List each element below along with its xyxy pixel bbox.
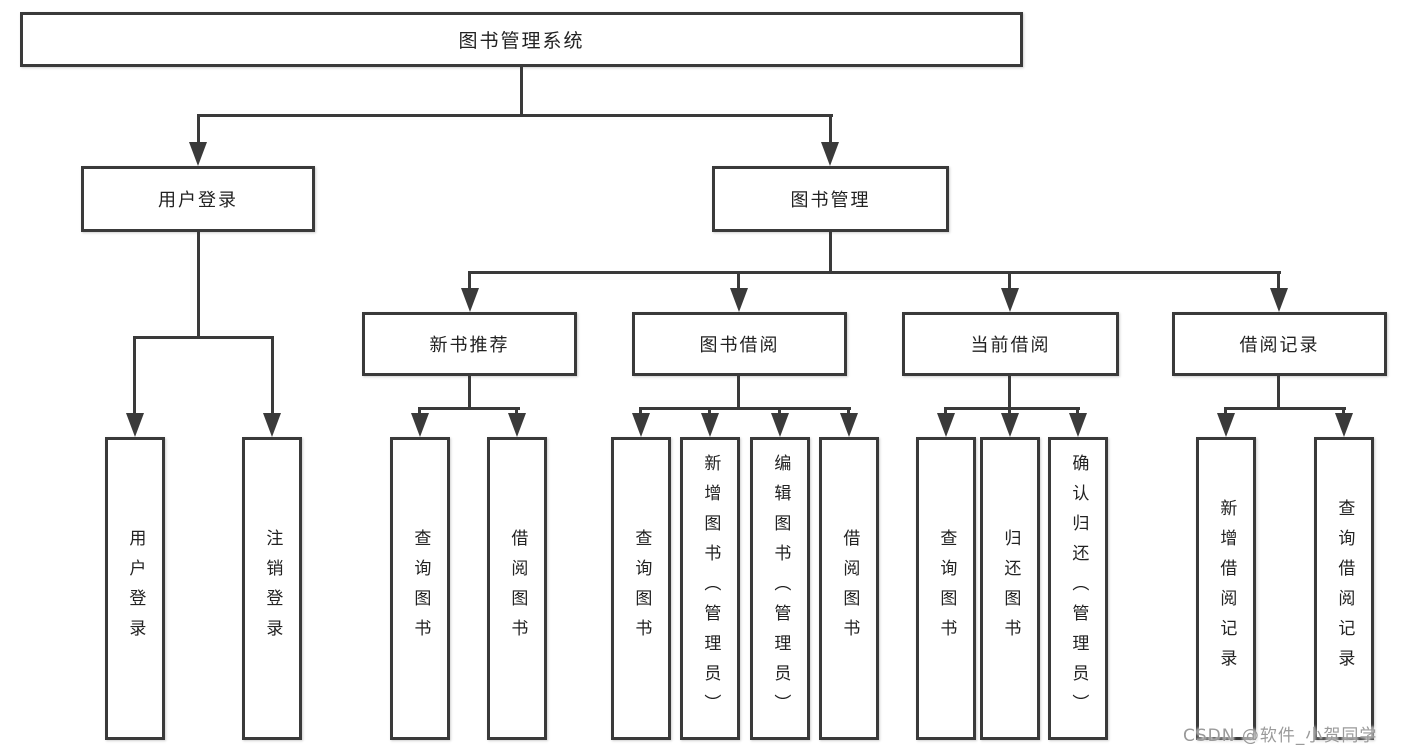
arrowhead xyxy=(937,413,955,437)
arrowhead xyxy=(1001,288,1019,312)
connector xyxy=(1008,271,1011,290)
node-query-borrow-record: 查询借阅记录 xyxy=(1314,437,1374,740)
node-label: 用户登录 xyxy=(125,528,146,649)
connector xyxy=(1224,407,1346,410)
node-label: 查询借阅记录 xyxy=(1334,498,1355,679)
connector xyxy=(737,271,740,290)
connector xyxy=(737,376,740,409)
connector xyxy=(418,407,421,416)
connector xyxy=(708,407,711,416)
connector xyxy=(418,407,520,410)
node-edit-books-admin: 编辑图书（管理员） xyxy=(750,437,810,740)
arrowhead xyxy=(701,413,719,437)
node-return-books: 归还图书 xyxy=(980,437,1040,740)
connector xyxy=(197,114,200,144)
node-logout-leaf: 注销登录 xyxy=(242,437,302,740)
arrowhead xyxy=(1069,413,1087,437)
arrowhead xyxy=(1335,413,1353,437)
node-label: 编辑图书（管理员） xyxy=(770,453,791,724)
node-label: 归还图书 xyxy=(1000,528,1021,649)
connector xyxy=(468,271,471,290)
connector xyxy=(271,336,274,417)
connector xyxy=(1076,407,1079,416)
node-label: 借阅图书 xyxy=(507,528,528,649)
connector xyxy=(1224,407,1227,416)
node-add-books-admin: 新增图书（管理员） xyxy=(680,437,740,740)
connector xyxy=(197,232,200,338)
node-label: 查询图书 xyxy=(936,528,957,649)
node-library-management-system: 图书管理系统 xyxy=(20,12,1023,67)
connector xyxy=(468,271,1281,274)
node-add-borrow-record: 新增借阅记录 xyxy=(1196,437,1256,740)
connector xyxy=(1008,376,1011,409)
arrowhead xyxy=(1270,288,1288,312)
arrowhead xyxy=(821,142,839,166)
node-new-book-recommendation: 新书推荐 xyxy=(362,312,577,376)
node-query-books-current: 查询图书 xyxy=(916,437,976,740)
connector xyxy=(197,114,833,117)
node-label: 借阅图书 xyxy=(839,528,860,649)
connector xyxy=(944,407,947,416)
node-query-books-recommend: 查询图书 xyxy=(390,437,450,740)
arrowhead xyxy=(411,413,429,437)
connector xyxy=(515,407,518,416)
arrowhead xyxy=(126,413,144,437)
connector xyxy=(639,407,642,416)
node-borrowing-records: 借阅记录 xyxy=(1172,312,1387,376)
node-label: 确认归还（管理员） xyxy=(1068,453,1089,724)
arrowhead xyxy=(1001,413,1019,437)
node-label: 新增借阅记录 xyxy=(1216,498,1237,679)
arrowhead xyxy=(730,288,748,312)
node-label: 新增图书（管理员） xyxy=(700,453,721,724)
connector xyxy=(847,407,850,416)
watermark: CSDN @软件_小贺同学 xyxy=(1183,726,1378,746)
node-user-login-leaf: 用户登录 xyxy=(105,437,165,740)
node-confirm-return-admin: 确认归还（管理员） xyxy=(1048,437,1108,740)
node-user-login: 用户登录 xyxy=(81,166,315,232)
connector xyxy=(1342,407,1345,416)
connector xyxy=(133,336,136,417)
connector xyxy=(468,376,471,409)
connector xyxy=(829,114,832,144)
node-label: 查询图书 xyxy=(410,528,431,649)
connector xyxy=(133,336,274,339)
arrowhead xyxy=(840,413,858,437)
arrowhead xyxy=(263,413,281,437)
node-label: 注销登录 xyxy=(262,528,283,649)
arrowhead xyxy=(632,413,650,437)
connector xyxy=(639,407,851,410)
node-label: 查询图书 xyxy=(631,528,652,649)
node-book-borrowing: 图书借阅 xyxy=(632,312,847,376)
arrowhead xyxy=(771,413,789,437)
connector xyxy=(1277,271,1280,290)
arrowhead xyxy=(189,142,207,166)
arrowhead xyxy=(508,413,526,437)
node-borrow-books-leaf: 借阅图书 xyxy=(819,437,879,740)
arrowhead xyxy=(461,288,479,312)
connector xyxy=(944,407,1080,410)
node-query-books-borrowing: 查询图书 xyxy=(611,437,671,740)
node-borrow-books-recommend: 借阅图书 xyxy=(487,437,547,740)
node-current-borrowing: 当前借阅 xyxy=(902,312,1119,376)
connector xyxy=(778,407,781,416)
arrowhead xyxy=(1217,413,1235,437)
node-book-management: 图书管理 xyxy=(712,166,949,232)
connector xyxy=(1277,376,1280,409)
connector xyxy=(520,67,523,116)
connector xyxy=(1008,407,1011,416)
connector xyxy=(829,232,832,273)
